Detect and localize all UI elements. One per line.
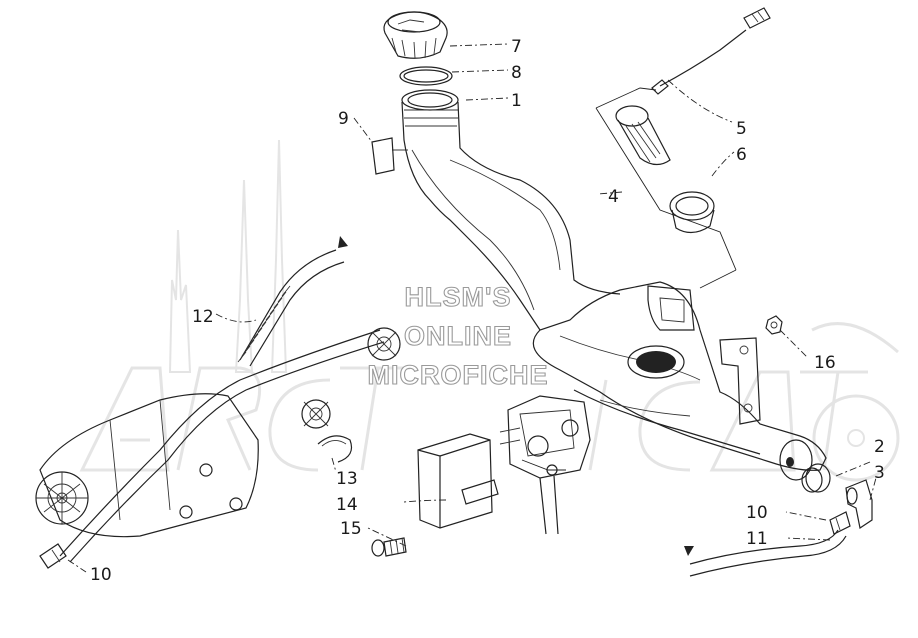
tank-drain-hole [786, 457, 794, 467]
callout-14: 14 [336, 495, 358, 515]
callout-1: 1 [511, 91, 522, 111]
callout-2: 2 [874, 437, 885, 457]
watermark-text: HLSM'S ONLINE MICROFICHE [367, 281, 549, 390]
fuel-line-arrow [684, 546, 694, 556]
callout-6: 6 [736, 145, 747, 165]
callout-4: 4 [608, 187, 619, 207]
hose-direction-arrow [338, 236, 348, 248]
fuel-tank-assembly [401, 89, 827, 481]
carburetor-assembly [499, 395, 591, 535]
watermark-line-3: MICROFICHE [368, 360, 549, 390]
fuel-cap [383, 11, 448, 59]
logo-letter-c [268, 378, 331, 472]
fuel-line-right [684, 511, 851, 577]
skyline-spires [168, 139, 288, 373]
callout-8: 8 [511, 63, 522, 83]
cap-o-ring [399, 66, 453, 86]
callout-11: 11 [746, 529, 768, 549]
callout-12: 12 [192, 307, 214, 327]
warning-label [371, 137, 395, 175]
background-watermark-art [79, 139, 900, 482]
elbow-fitting [845, 479, 873, 529]
callout-labels: 7 8 1 9 5 6 4 12 16 2 3 13 14 15 10 11 1… [90, 37, 885, 585]
logo-letter-a [79, 366, 170, 472]
logo-letter-t2 [800, 370, 868, 471]
mounting-bolt [371, 537, 407, 557]
watermark-wheel-hub [847, 429, 865, 447]
logo-letter-r [176, 366, 261, 471]
callout-9: 9 [338, 109, 349, 129]
callout-3: 3 [874, 463, 885, 483]
callout-5: 5 [736, 119, 747, 139]
logo-letter-c2 [638, 380, 701, 472]
logo-letter-a2 [709, 370, 796, 472]
left-pump-assembly [35, 327, 401, 569]
callout-10-right: 10 [746, 503, 768, 523]
callout-7: 7 [511, 37, 522, 57]
callout-10-left: 10 [90, 565, 112, 585]
leader-lines [67, 43, 877, 573]
logo-letter-i [588, 379, 608, 471]
tank-outlet-opening [636, 351, 676, 373]
electrical-module [417, 433, 499, 529]
fuel-sender-group [595, 7, 771, 289]
watermark-handlebar [811, 322, 899, 354]
watermark-line-2: ONLINE [404, 321, 512, 351]
callout-15: 15 [340, 519, 362, 539]
tank-grommet [801, 463, 831, 493]
logo-letter-t [340, 366, 410, 471]
callout-16: 16 [814, 353, 836, 373]
vent-hose [237, 236, 348, 367]
watermark-wheel [812, 394, 900, 482]
watermark-line-1: HLSM'S [405, 282, 512, 312]
callout-13: 13 [336, 469, 358, 489]
mounting-nut [765, 315, 783, 335]
